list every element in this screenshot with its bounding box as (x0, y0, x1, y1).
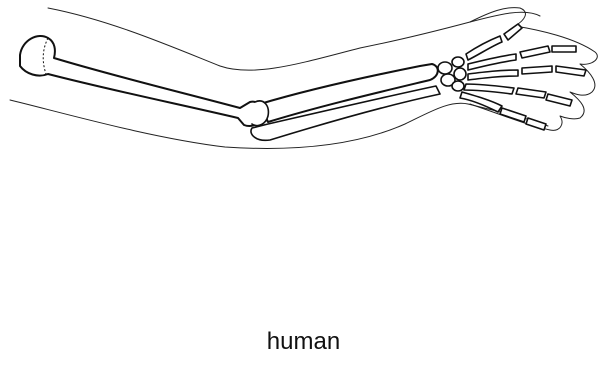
carpals (438, 57, 466, 91)
skin-outline-upper (48, 8, 540, 70)
phalanges (500, 24, 586, 130)
arm-illustration (0, 0, 607, 200)
humerus (20, 36, 262, 126)
diagram-caption: human (0, 330, 607, 354)
metacarpals (460, 36, 518, 112)
